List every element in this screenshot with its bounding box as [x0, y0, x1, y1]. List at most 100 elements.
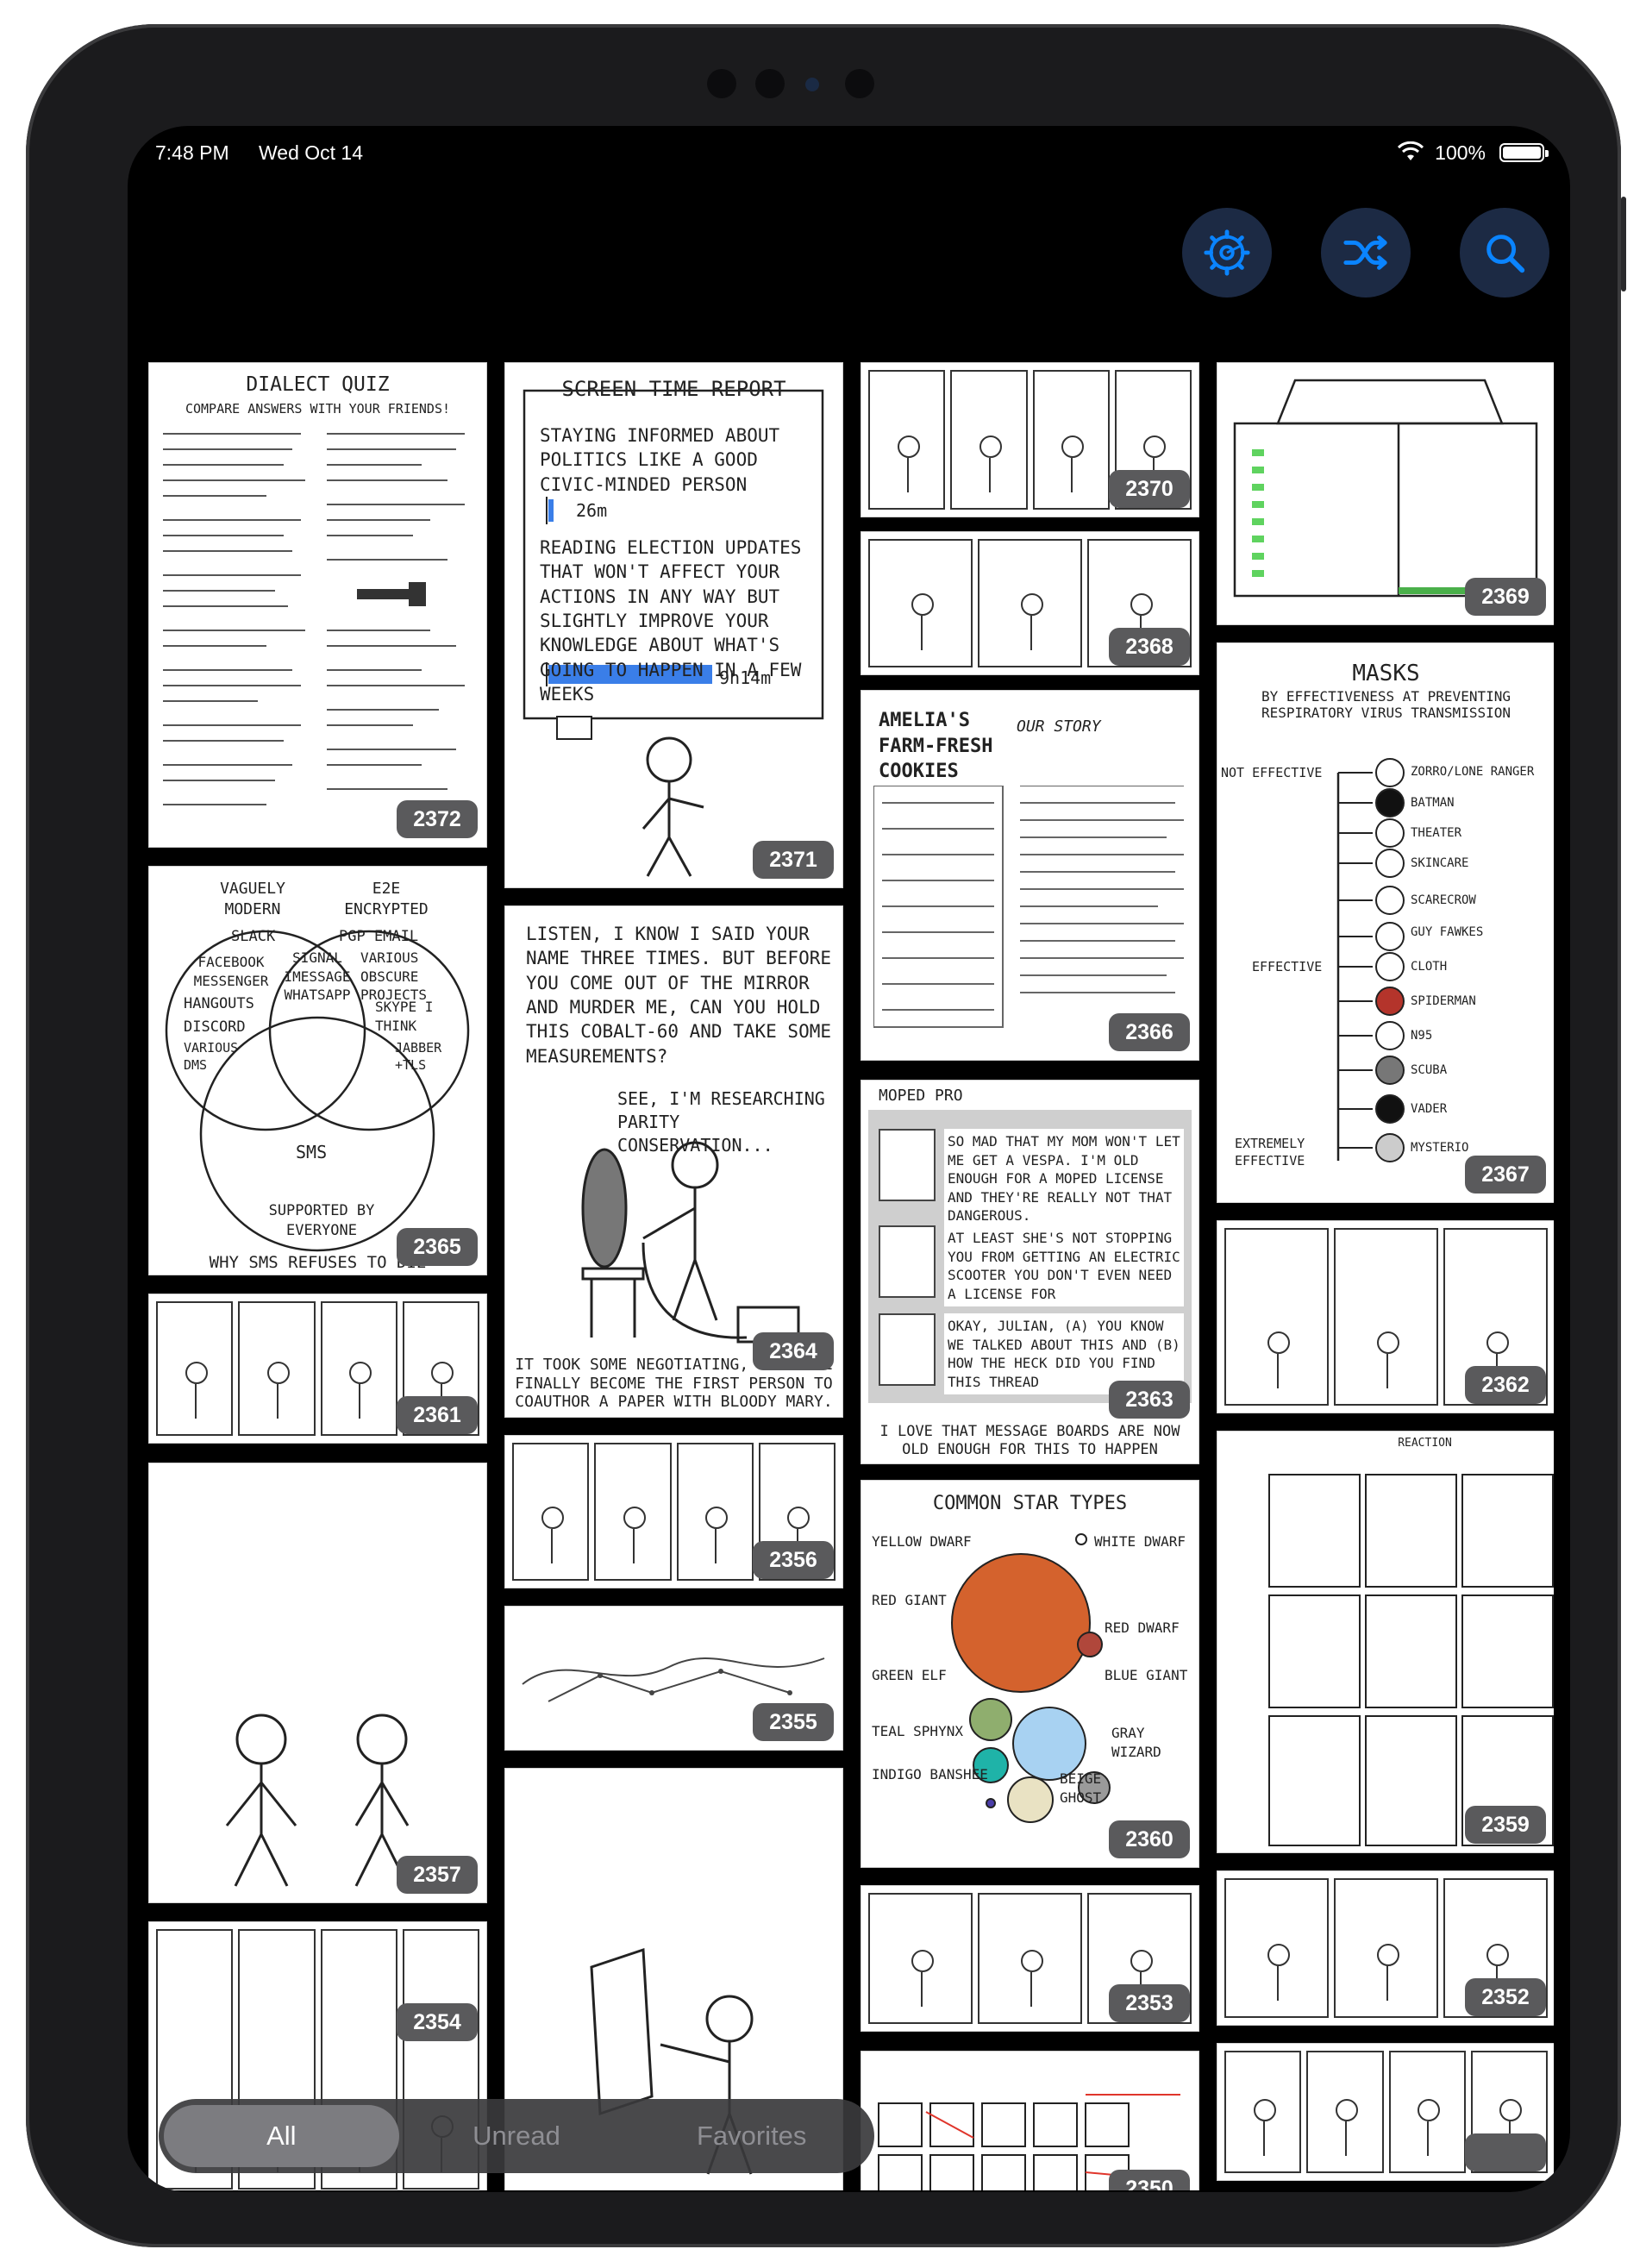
- comic-text: READING ELECTION UPDATES THAT WON'T AFFE…: [540, 537, 802, 705]
- comic-number-badge: [1465, 2133, 1546, 2171]
- comic-number-badge: 2350: [1109, 2170, 1190, 2190]
- comic-number-badge: 2362: [1465, 1366, 1546, 1404]
- comic-subtitle: COMPARE ANSWERS WITH YOUR FRIENDS!: [185, 401, 451, 417]
- star-label: BLUE GIANT: [1105, 1667, 1188, 1683]
- filter-tab-favorites[interactable]: Favorites: [696, 2121, 807, 2151]
- comic-tile[interactable]: COMMON STAR TYPES YELLOW DWARF WHITE DWA…: [861, 1480, 1199, 1868]
- gear-icon: [1204, 229, 1250, 276]
- power-button: [1621, 197, 1626, 291]
- venn-label: PGP EMAIL: [339, 928, 419, 945]
- filter-tab-unread[interactable]: Unread: [473, 2121, 560, 2151]
- filter-tab-all[interactable]: All: [164, 2105, 399, 2167]
- comic-tile[interactable]: DIALECT QUIZ COMPARE ANSWERS WITH YOUR F…: [148, 362, 487, 848]
- comic-number-badge: 2365: [397, 1228, 478, 1266]
- comic-tile[interactable]: 2370: [861, 362, 1199, 517]
- mask-label: SCARECROW: [1411, 893, 1476, 907]
- star-label: RED GIANT: [872, 1592, 947, 1608]
- shuffle-button[interactable]: [1321, 208, 1411, 298]
- comic-title: REACTION: [1398, 1437, 1452, 1450]
- mask-label: CLOTH: [1411, 960, 1448, 974]
- venn-label: FACEBOOK MESSENGER: [193, 954, 269, 989]
- comic-tile[interactable]: 2361: [148, 1294, 487, 1444]
- venn-label: SKYPE I THINK: [375, 999, 434, 1034]
- screen-time-value: 9h14m: [719, 667, 772, 688]
- comic-number-badge: 2364: [753, 1332, 834, 1370]
- star-label: TEAL SPHYNX: [872, 1723, 963, 1739]
- comic-caption: WHY SMS REFUSES TO DIE: [209, 1253, 427, 1273]
- comic-tile[interactable]: 2368: [861, 531, 1199, 675]
- star-label: YELLOW DWARF: [872, 1533, 972, 1550]
- screen-time-value: 26m: [576, 500, 608, 521]
- battery-percentage: 100%: [1435, 141, 1486, 164]
- mask-axis-label: NOT EFFECTIVE: [1221, 765, 1323, 780]
- avatar: [879, 1129, 936, 1201]
- mask-label: SKINCARE: [1411, 856, 1469, 870]
- comic-tile[interactable]: [1217, 2043, 1554, 2181]
- wifi-icon: [1398, 141, 1424, 160]
- comic-tile[interactable]: 2357: [148, 1463, 487, 1903]
- star-label: RED DWARF: [1105, 1620, 1180, 1636]
- venn-label: VAGUELY MODERN: [220, 880, 285, 919]
- comic-number-badge: 2370: [1109, 470, 1190, 508]
- comic-subtitle: OUR STORY: [1017, 717, 1101, 736]
- screen: 7:48 PM Wed Oct 14 100%: [128, 126, 1570, 2192]
- comic-title: MASKS: [1352, 661, 1420, 686]
- star-chart: [951, 1533, 1111, 1823]
- venn-label: JABBER +TLS: [395, 1040, 442, 1074]
- comic-art: [1233, 379, 1538, 598]
- comic-tile[interactable]: LISTEN, I KNOW I SAID YOUR NAME THREE TI…: [504, 905, 843, 1418]
- mask-axis-label: EXTREMELY EFFECTIVE: [1235, 1136, 1305, 1169]
- forum-post: OKAY, JULIAN, (A) YOU KNOW WE TALKED ABO…: [944, 1313, 1184, 1395]
- comic-grid: DIALECT QUIZ COMPARE ANSWERS WITH YOUR F…: [148, 362, 1554, 2190]
- comic-number-badge: 2363: [1109, 1381, 1190, 1419]
- settings-button[interactable]: [1182, 208, 1272, 298]
- battery-icon: [1499, 143, 1549, 162]
- search-button[interactable]: [1460, 208, 1549, 298]
- camera-lens: [805, 78, 819, 91]
- comic-title: COMMON STAR TYPES: [932, 1493, 1128, 1514]
- comic-tile[interactable]: AMELIA'S FARM-FRESH COOKIES OUR STORY 23…: [861, 690, 1199, 1061]
- comic-tile[interactable]: 2369: [1217, 362, 1554, 625]
- comic-number-badge: 2352: [1465, 1978, 1546, 2016]
- comic-tile[interactable]: SCREEN TIME REPORT STAYING INFORMED ABOU…: [504, 362, 843, 888]
- comic-tile[interactable]: 2362: [1217, 1220, 1554, 1413]
- comic-title: DIALECT QUIZ: [246, 373, 390, 396]
- star-label: BEIGE GHOST: [1060, 1770, 1102, 1806]
- star-label: WHITE DWARF: [1094, 1533, 1186, 1550]
- filter-segmented-control: All Unread Favorites: [159, 2099, 874, 2173]
- comic-tile[interactable]: 2352: [1217, 1870, 1554, 2026]
- comic-caption: IT TOOK SOME NEGOTIATING, BUT I'VE FINAL…: [515, 1356, 833, 1412]
- mask-label: BATMAN: [1411, 796, 1455, 810]
- comic-caption: I LOVE THAT MESSAGE BOARDS ARE NOW OLD E…: [879, 1423, 1180, 1458]
- venn-label: SIGNAL iMESSAGE WHATSAPP: [284, 949, 351, 1004]
- comic-number-badge: 2372: [397, 800, 478, 838]
- comic-art: [163, 433, 465, 805]
- comic-subtitle: BY EFFECTIVENESS AT PREVENTING RESPIRATO…: [1261, 688, 1511, 721]
- comic-tile[interactable]: 2356: [504, 1435, 843, 1588]
- comic-tile[interactable]: MASKS BY EFFECTIVENESS AT PREVENTING RES…: [1217, 642, 1554, 1203]
- mask-label: SPIDERMAN: [1411, 994, 1476, 1008]
- mask-label: ZORRO/LONE RANGER: [1411, 765, 1535, 779]
- mask-label: VADER: [1411, 1102, 1448, 1116]
- comic-number-badge: 2371: [753, 841, 834, 879]
- star-label: GREEN ELF: [872, 1667, 947, 1683]
- comic-tile[interactable]: 2353: [861, 1885, 1199, 2032]
- comic-tile[interactable]: MOPED PRO FORUM SO MAD THAT MY MOM WON'T…: [861, 1080, 1199, 1464]
- venn-label: SLACK: [231, 928, 276, 945]
- comic-number-badge: 2359: [1465, 1806, 1546, 1844]
- stick-figures: [225, 1714, 410, 1887]
- comic-number-badge: 2367: [1465, 1156, 1546, 1194]
- forum-post: SO MAD THAT MY MOM WON'T LET ME GET A VE…: [944, 1129, 1184, 1229]
- venn-label: SUPPORTED BY EVERYONE: [268, 1202, 375, 1239]
- screen-time-chart: [523, 389, 824, 740]
- comic-tile[interactable]: 2350: [861, 2051, 1199, 2190]
- comic-tile[interactable]: REACTION 2359: [1217, 1431, 1554, 1853]
- status-date: Wed Oct 14: [259, 141, 364, 164]
- venn-label: DISCORD: [184, 1018, 246, 1036]
- comic-number-badge: 2366: [1109, 1013, 1190, 1051]
- comic-number-badge: 2369: [1465, 578, 1546, 616]
- comic-tile[interactable]: 2355: [504, 1606, 843, 1751]
- comic-tile[interactable]: VAGUELY MODERN E2E ENCRYPTED SLACK PGP E…: [148, 866, 487, 1275]
- comic-text: LISTEN, I KNOW I SAID YOUR NAME THREE TI…: [526, 924, 832, 1067]
- mask-label: N95: [1411, 1029, 1433, 1043]
